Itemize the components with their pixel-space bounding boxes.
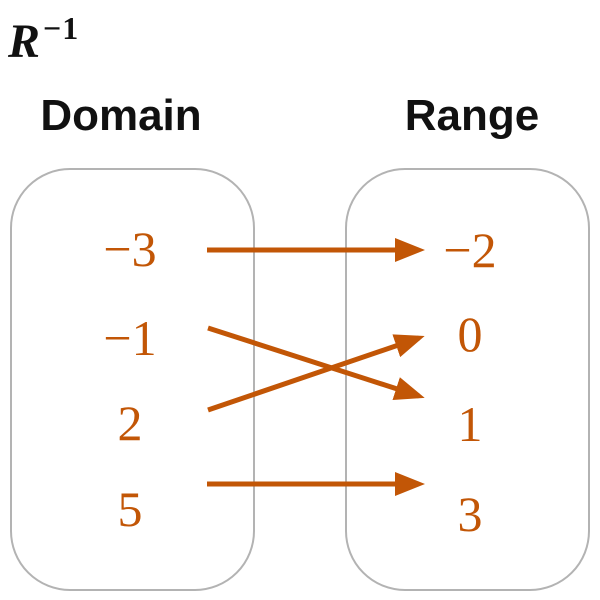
range-value: 0 bbox=[457, 306, 483, 362]
relation-exponent: −1 bbox=[43, 10, 80, 46]
domain-value: −1 bbox=[103, 310, 157, 366]
domain-value: 2 bbox=[117, 395, 143, 451]
domain-label: Domain bbox=[40, 91, 202, 140]
range-value: 1 bbox=[457, 396, 483, 452]
range-value: 3 bbox=[457, 486, 483, 542]
relation-title: R−1 bbox=[8, 12, 79, 66]
domain-value: −3 bbox=[103, 221, 157, 277]
range-label: Range bbox=[404, 91, 540, 140]
range-value: −2 bbox=[443, 222, 497, 278]
domain-value: 5 bbox=[117, 481, 143, 537]
relation-symbol: R bbox=[8, 15, 41, 68]
